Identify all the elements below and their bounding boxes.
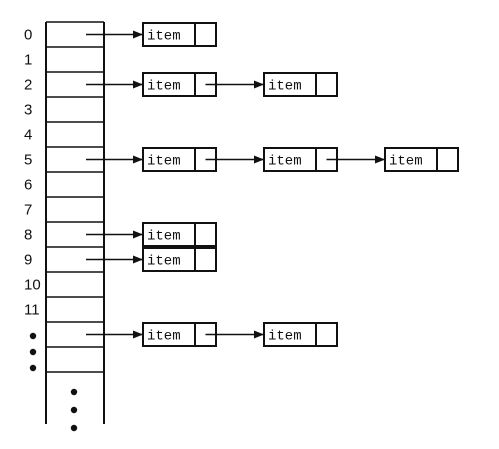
index-label: 10 [24, 277, 41, 294]
chain-row-5: item item item [86, 147, 459, 172]
item-label: item [147, 229, 181, 245]
table-continuation-dot [70, 388, 78, 396]
chain-row-0: item [86, 22, 217, 47]
item-label: item [147, 329, 181, 345]
index-label: 0 [24, 27, 32, 44]
item-node [142, 247, 217, 272]
index-label: 4 [24, 127, 32, 144]
chain-row-2: item item [86, 72, 338, 97]
item-label: item [389, 154, 423, 170]
index-label: 1 [24, 52, 32, 69]
table-continuation-dot [70, 406, 78, 414]
index-label: 5 [24, 152, 32, 169]
index-label: 11 [24, 302, 40, 319]
index-labels: 0 1 2 3 4 5 6 7 8 9 10 11 [24, 27, 78, 432]
item-label: item [147, 254, 181, 270]
index-ellipsis-dot [29, 332, 37, 340]
item-label: item [268, 154, 302, 170]
item-label: item [268, 329, 302, 345]
chain-row-8: item [86, 222, 217, 247]
index-label: 6 [24, 177, 32, 194]
item-chains: item item item item item item item item item item [86, 22, 459, 347]
chain-row-ellipsis: item item [86, 322, 338, 347]
item-node [142, 222, 217, 247]
table-continuation-dot [70, 424, 78, 432]
item-node [142, 22, 217, 47]
item-label: item [268, 79, 302, 95]
index-label: 3 [24, 102, 32, 119]
item-label: item [147, 29, 181, 45]
item-node [384, 147, 459, 172]
chain-row-9: item [86, 247, 217, 272]
index-label: 7 [24, 202, 32, 219]
index-ellipsis-dot [29, 348, 37, 356]
item-node [263, 322, 338, 347]
index-label: 9 [24, 252, 32, 269]
item-label: item [147, 154, 181, 170]
index-label: 8 [24, 227, 32, 244]
index-label: 2 [24, 77, 32, 94]
item-label: item [147, 79, 181, 95]
bucket-array [45, 21, 105, 424]
item-node [263, 72, 338, 97]
index-ellipsis-dot [29, 364, 37, 372]
